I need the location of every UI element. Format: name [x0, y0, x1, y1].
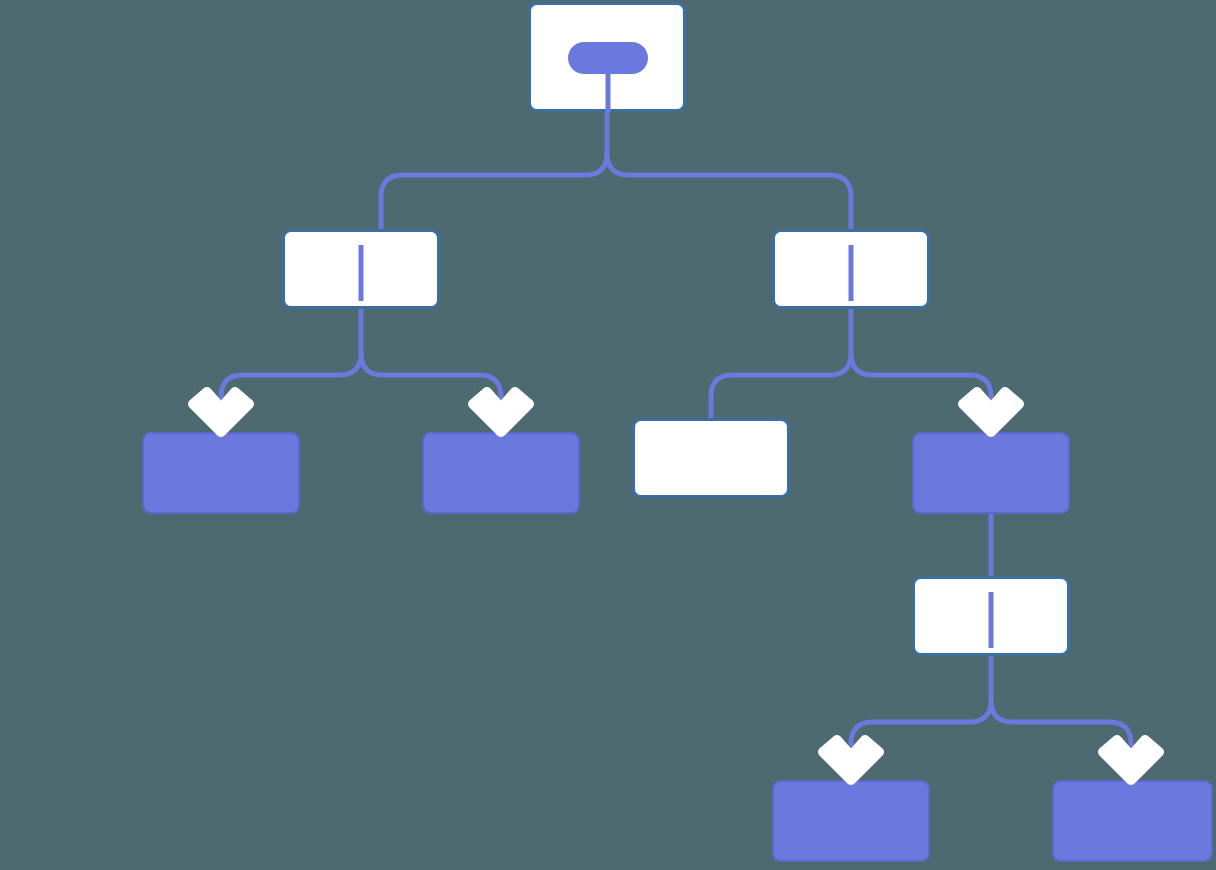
leaf-node-c[interactable]: [632, 418, 790, 498]
leaf-node-d[interactable]: [772, 780, 930, 862]
leaf-node-b[interactable]: [422, 432, 580, 514]
edge-root-to-right-branch[interactable]: [604, 112, 854, 229]
branch-node-left[interactable]: [282, 229, 440, 309]
leaf-node-e[interactable]: [1052, 780, 1213, 862]
branch-node-deep[interactable]: [912, 432, 1070, 514]
leaf-node-a[interactable]: [142, 432, 300, 514]
sub-branch-node[interactable]: [912, 576, 1070, 656]
root-node-pill-label: [568, 42, 648, 74]
root-node[interactable]: [528, 2, 686, 112]
branch-node-right[interactable]: [772, 229, 930, 309]
